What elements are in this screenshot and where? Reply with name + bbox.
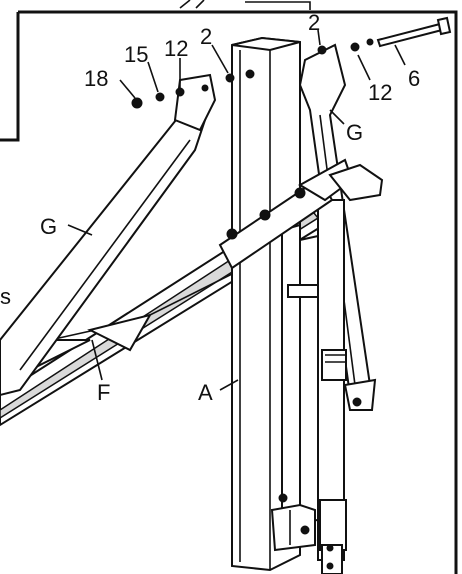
callout-18: 18 <box>84 66 108 91</box>
hardware-left <box>131 69 255 109</box>
top-fragment <box>179 0 311 10</box>
callout-2-right: 2 <box>308 10 320 35</box>
callout-F: F <box>97 380 110 405</box>
cylinder-assembly <box>281 199 347 574</box>
bolt-6 <box>376 16 452 48</box>
callout-A: A <box>198 380 213 405</box>
hardware-right <box>317 38 374 55</box>
callout-6: 6 <box>408 66 420 91</box>
callout-G-left: G <box>40 214 57 239</box>
leader-lines <box>67 29 406 391</box>
bottom-bracket <box>270 493 316 552</box>
callout-2-left: 2 <box>200 24 212 49</box>
callout-G-right: G <box>346 120 363 145</box>
crossbar <box>218 158 384 270</box>
callout-12-right: 12 <box>368 80 392 105</box>
callout-12-left: 12 <box>164 36 188 61</box>
callout-15: 15 <box>124 42 148 67</box>
frame-border <box>0 10 458 574</box>
callout-clipped: s <box>0 284 11 309</box>
